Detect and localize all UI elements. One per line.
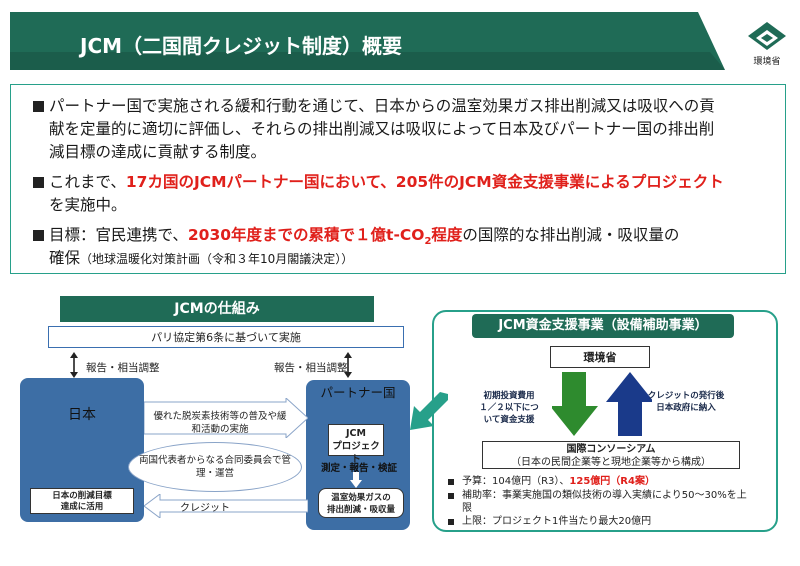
down-arrow-icon bbox=[350, 472, 362, 488]
bullet-3-emphasis: 2030年度までの累積で１億t-CO bbox=[187, 226, 425, 244]
budget-emphasis: 125億円（R4案） bbox=[569, 476, 655, 487]
bullet-square bbox=[33, 101, 44, 112]
bullet-square bbox=[33, 230, 44, 241]
consortium-line-1: 国際コンソーシアム bbox=[566, 444, 656, 455]
bullet-square bbox=[448, 493, 454, 499]
bullet-2-line-2: を実施中。 bbox=[49, 196, 127, 214]
bullet-3-line-2-text: 確保 bbox=[49, 249, 81, 267]
bullet-3-line-2: 確保（地球温暖化対策計画（令和３年10月閣議決定）） bbox=[49, 247, 353, 270]
report-arrow-left-icon bbox=[70, 352, 78, 378]
tech-arrow-icon bbox=[144, 398, 308, 438]
credit-issue-line-1: クレジットの発行後 bbox=[647, 391, 725, 401]
japan-target-line-1: 日本の削減目標 bbox=[52, 491, 112, 501]
report-arrow-right-icon bbox=[344, 352, 352, 378]
subsidy-line-2: 限 bbox=[462, 503, 472, 514]
ministry-logo-icon bbox=[748, 22, 786, 50]
limit-line: 上限：プロジェクト1件当たり最大20億円 bbox=[462, 516, 652, 527]
bullet-square bbox=[448, 519, 454, 525]
bullet-2-line-1: これまで、17カ国のJCMパートナー国において、205件のJCM資金支援事業によ… bbox=[49, 171, 724, 193]
bullet-square bbox=[33, 177, 44, 188]
emission-reduction-box: 温室効果ガスの 排出削減・吸収量 bbox=[318, 488, 404, 518]
report-label-right: 報告・相当調整 bbox=[274, 362, 348, 374]
bullet-3-subscript: 2 bbox=[424, 236, 432, 248]
bullet-2-prefix: これまで、 bbox=[49, 173, 126, 191]
tech-transfer-label: 優れた脱炭素技術等の普及や緩和活動の実施 bbox=[153, 411, 287, 435]
jcm-project-line-1: JCM bbox=[346, 428, 366, 439]
reduction-line-2: 排出削減・吸収量 bbox=[326, 505, 395, 515]
bullet-3-emphasis-2: 程度 bbox=[431, 226, 463, 244]
subsidy-line-1: 補助率：事業実施国の類似技術の導入実績により50～30%を上 bbox=[462, 490, 747, 501]
funding-arrows-icon bbox=[552, 372, 652, 436]
bullet-1-line-2: 献を定量的に適切に評価し、それらの排出削減又は吸収によって日本及びパートナー国の… bbox=[49, 120, 715, 138]
initial-line-2: １／２以下につ bbox=[479, 403, 539, 413]
bullet-2-emphasis: 17カ国のJCMパートナー国において、205件のJCM資金支援事業によるプロジェ… bbox=[125, 173, 724, 191]
joint-committee-ellipse bbox=[128, 442, 302, 492]
bullet-3-suffix: の国際的な排出削減・吸収量の bbox=[462, 226, 680, 244]
title-band bbox=[10, 12, 725, 70]
reduction-line-1: 温室効果ガスの bbox=[331, 493, 391, 503]
credit-arrow-icon bbox=[144, 494, 308, 518]
budget-prefix: 予算：104億円（R3）、 bbox=[462, 476, 570, 487]
jcm-project-box: JCM プロジェクト bbox=[328, 424, 384, 465]
japan-label: 日本 bbox=[68, 407, 96, 423]
bullet-1-line-3: 減目標の達成に貢献する制度。 bbox=[49, 143, 267, 161]
credit-issuance-label: クレジットの発行後 日本政府に納入 bbox=[644, 390, 728, 414]
credit-issue-line-2: 日本政府に納入 bbox=[656, 403, 716, 413]
logo-text: 環境省 bbox=[753, 57, 781, 67]
japan-target-box: 日本の削減目標 達成に活用 bbox=[30, 488, 134, 514]
partner-country-label: パートナー国 bbox=[320, 385, 396, 400]
mrv-label: 測定・報告・検証 bbox=[320, 463, 397, 474]
support-header: JCM資金支援事業（設備補助事業） bbox=[472, 314, 734, 338]
paris-agreement-box: パリ協定第6条に基づいて実施 bbox=[48, 326, 404, 348]
bullet-3-prefix: 目標：官民連携で、 bbox=[49, 226, 188, 244]
scheme-header: JCMの仕組み bbox=[60, 296, 374, 322]
page-title: JCM（二国間クレジット制度）概要 bbox=[80, 34, 403, 58]
bullet-square bbox=[448, 479, 454, 485]
pointer-arrow-icon bbox=[410, 392, 448, 430]
initial-investment-label: 初期投資費用 １／２以下につ いて資金支援 bbox=[470, 390, 548, 426]
initial-line-1: 初期投資費用 bbox=[483, 391, 535, 401]
initial-line-3: いて資金支援 bbox=[483, 415, 535, 425]
report-label-left: 報告・相当調整 bbox=[86, 362, 160, 374]
moe-box: 環境省 bbox=[550, 346, 650, 368]
jcm-project-line-2: プロジェクト bbox=[332, 441, 380, 465]
bullet-3-line-1: 目標：官民連携で、2030年度までの累積で１億t-CO2程度の国際的な排出削減・… bbox=[49, 224, 679, 253]
overview-box: パートナー国で実施される緩和行動を通じて、日本からの温室効果ガス排出削減又は吸収… bbox=[10, 84, 786, 274]
bullet-1-line-1: パートナー国で実施される緩和行動を通じて、日本からの温室効果ガス排出削減又は吸収… bbox=[49, 97, 715, 115]
support-panel bbox=[432, 310, 778, 532]
budget-line: 予算：104億円（R3）、125億円（R4案） bbox=[462, 475, 655, 488]
bullet-3-note: （地球温暖化対策計画（令和３年10月閣議決定）） bbox=[80, 252, 354, 266]
japan-target-line-2: 達成に活用 bbox=[60, 502, 104, 512]
consortium-box: 国際コンソーシアム （日本の民間企業等と現地企業等から構成） bbox=[482, 441, 740, 469]
credit-label: クレジット bbox=[180, 503, 230, 514]
joint-committee-label: 両国代表者からなる合同委員会で管理・運営 bbox=[138, 455, 291, 479]
consortium-line-2: （日本の民間企業等と現地企業等から構成） bbox=[511, 457, 711, 468]
